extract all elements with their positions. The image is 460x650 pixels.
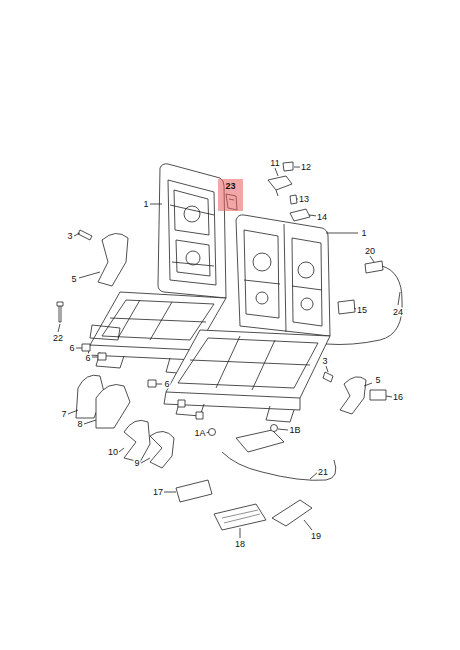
highlight-box: 23 xyxy=(218,179,243,211)
callout-number: 18 xyxy=(234,540,246,549)
callout-number: 19 xyxy=(310,532,322,541)
callout-number: 10 xyxy=(107,448,119,457)
callout-number: 20 xyxy=(364,247,376,256)
callout-number: 3 xyxy=(321,357,328,366)
callout-number: 13 xyxy=(298,195,310,204)
callout-number: 1A xyxy=(193,429,206,438)
callout-number: 23 xyxy=(218,179,243,191)
callout-number: 11 xyxy=(269,159,280,168)
callout-number: 17 xyxy=(152,488,164,497)
callout-number: 5 xyxy=(374,376,381,385)
callout-number: 5 xyxy=(70,275,77,284)
callout-number: 24 xyxy=(392,308,404,317)
callout-number: 6 xyxy=(163,380,170,389)
callout-number: 21 xyxy=(317,468,329,477)
callout-number: 3 xyxy=(66,232,73,241)
callout-number: 1 xyxy=(360,229,367,238)
callout-number: 1 xyxy=(142,200,149,209)
callout-number: 12 xyxy=(300,163,312,172)
callout-number: 14 xyxy=(316,213,328,222)
callout-number: 7 xyxy=(60,410,67,419)
callout-number: 22 xyxy=(52,334,64,343)
callout-number: 8 xyxy=(76,420,83,429)
callout-number: 15 xyxy=(356,306,368,315)
callout-number: 6 xyxy=(68,344,75,353)
callout-number: 1B xyxy=(288,426,301,435)
callout-number: 9 xyxy=(133,459,140,468)
callout-number: 16 xyxy=(392,393,404,402)
callout-number: 6 xyxy=(84,354,91,363)
